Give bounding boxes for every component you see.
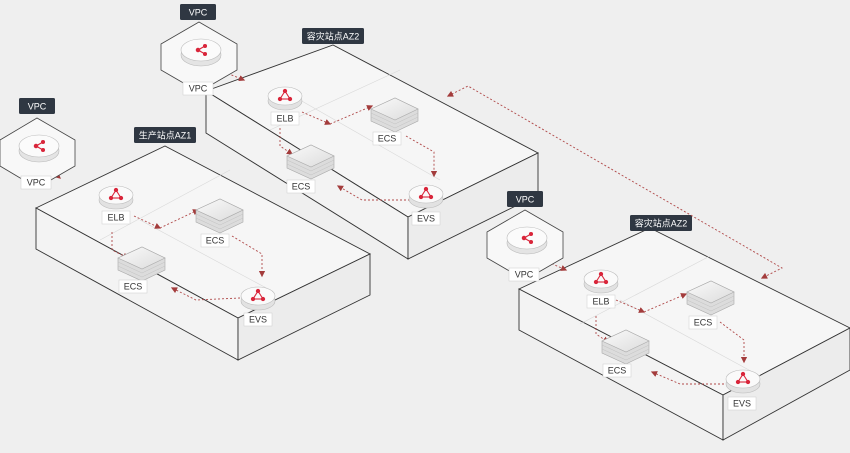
ecs-label: ECS [694,318,713,328]
flow-line [650,371,724,385]
vpc-node[interactable]: VPC VPC [0,98,76,190]
ecs-server-icon [601,329,650,365]
evs-label: EVS [249,315,267,325]
ecs-label: ECS [206,236,225,246]
ecs-server-icon [370,97,419,133]
ecs-server-node[interactable]: ECS [370,97,419,146]
flow-line [231,235,266,278]
evs-disk-icon [418,186,434,200]
ecs-server-node[interactable]: ECS [686,280,735,330]
ecs-label: ECS [292,182,311,192]
zone-title-tag: 容灾站点AZ2 [630,215,692,231]
flow-line [719,321,748,364]
flow-line [111,232,130,259]
zone-title: 生产站点AZ1 [139,130,192,141]
flow-line [301,111,332,125]
elb-node[interactable]: ELB [267,86,303,126]
elb-node[interactable]: ELB [98,185,134,225]
platform-right-face [722,327,850,441]
elb-label: ELB [592,297,609,307]
vpc-node[interactable]: VPC VPC [160,4,246,96]
vpc-label: VPC [515,270,534,280]
evs-label: EVS [417,214,435,224]
zone-prod: 生产站点AZ1 ELB ECS [35,127,371,361]
flow-line [170,287,241,301]
flow-line [159,209,200,229]
zone-title-tag: 容灾站点AZ2 [302,28,364,44]
elb-node[interactable]: ELB [583,269,619,309]
ecs-server-icon [686,280,735,316]
ecs-server-icon [117,246,166,282]
ecs-server-node[interactable]: ECS [286,144,335,194]
zone-title-tag: 生产站点AZ1 [134,127,196,143]
ecs-server-node[interactable]: ECS [601,329,650,378]
ecs-label: ECS [608,366,627,376]
flow-line [547,261,568,271]
evs-disk-icon [250,288,266,302]
ecs-server-node[interactable]: ECS [195,198,244,248]
flow-line [405,135,438,178]
flow-line [615,299,646,313]
zone-title: 容灾站点AZ2 [307,31,360,42]
ecs-server-node[interactable]: ECS [117,246,166,294]
evs-node[interactable]: EVS [725,369,761,411]
elb-label: ELB [276,114,293,124]
flow-line [223,71,246,82]
replication-line [446,85,783,279]
flow-line [336,185,410,201]
elb-icon [108,187,124,201]
vpc-tag-label: VPC [28,102,47,112]
elb-label: ELB [107,213,124,223]
vpc-tag [180,4,216,20]
vpc-tag-label: VPC [516,195,535,205]
platform-right-face [237,253,371,361]
ecs-label: ECS [378,134,397,144]
vpc-label: VPC [189,84,208,94]
vpc-cloud-icon [506,226,548,255]
ecs-server-icon [286,144,335,180]
evs-node[interactable]: EVS [408,184,444,226]
flow-line [133,215,162,229]
vpc-tag [19,98,55,114]
vpc-node[interactable]: VPC VPC [486,191,568,282]
evs-node[interactable]: EVS [240,286,276,327]
vpc-tag [507,191,543,207]
evs-label: EVS [733,399,751,409]
evs-disk-icon [735,371,751,385]
vpc-label: VPC [27,178,46,188]
flow-line [595,316,610,343]
flow-line [279,128,294,155]
ecs-label: ECS [124,282,143,292]
zone-title: 容灾站点AZ2 [635,218,688,229]
vpc-cloud-icon [180,38,222,67]
ecs-server-icon [195,198,244,234]
vpc-tag-label: VPC [189,8,208,18]
elb-icon [277,88,293,102]
zone-dr2: 容灾站点AZ2 ELB ECS [517,215,850,441]
vpc-cloud-icon [18,134,60,163]
